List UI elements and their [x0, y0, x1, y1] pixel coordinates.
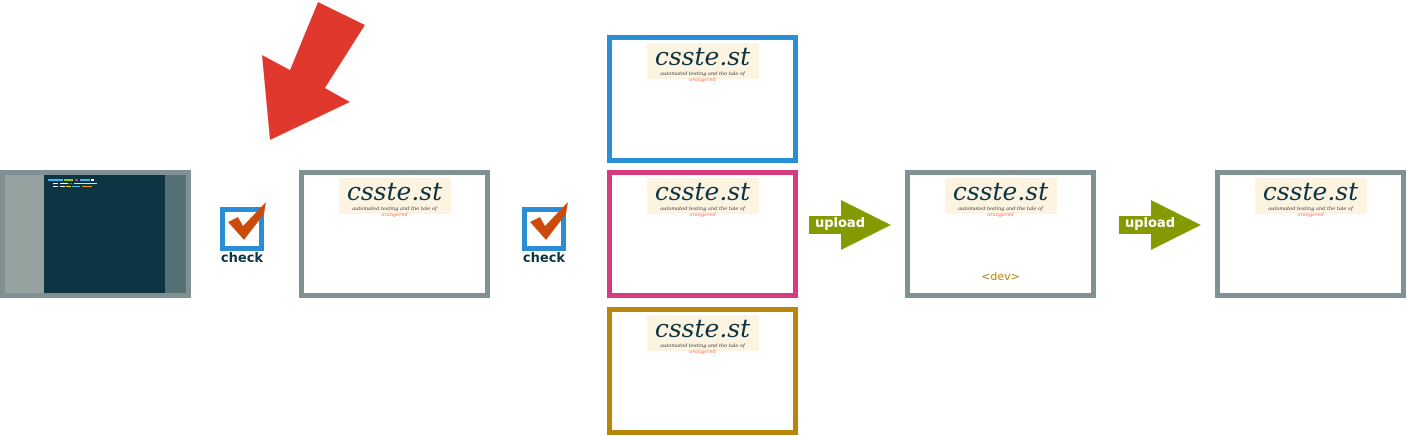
checkmark-icon	[228, 202, 266, 240]
check-label: check	[522, 251, 566, 266]
red-pointer-arrow-icon	[262, 2, 365, 140]
dev-label: <dev>	[981, 270, 1020, 283]
upload-arrow-1: upload	[809, 200, 891, 250]
code-editor-frame	[0, 170, 191, 298]
checkmark-icon	[530, 202, 568, 240]
upload-arrow-2: upload	[1119, 200, 1201, 250]
check-label: check	[220, 251, 264, 266]
code-editor	[44, 175, 165, 293]
